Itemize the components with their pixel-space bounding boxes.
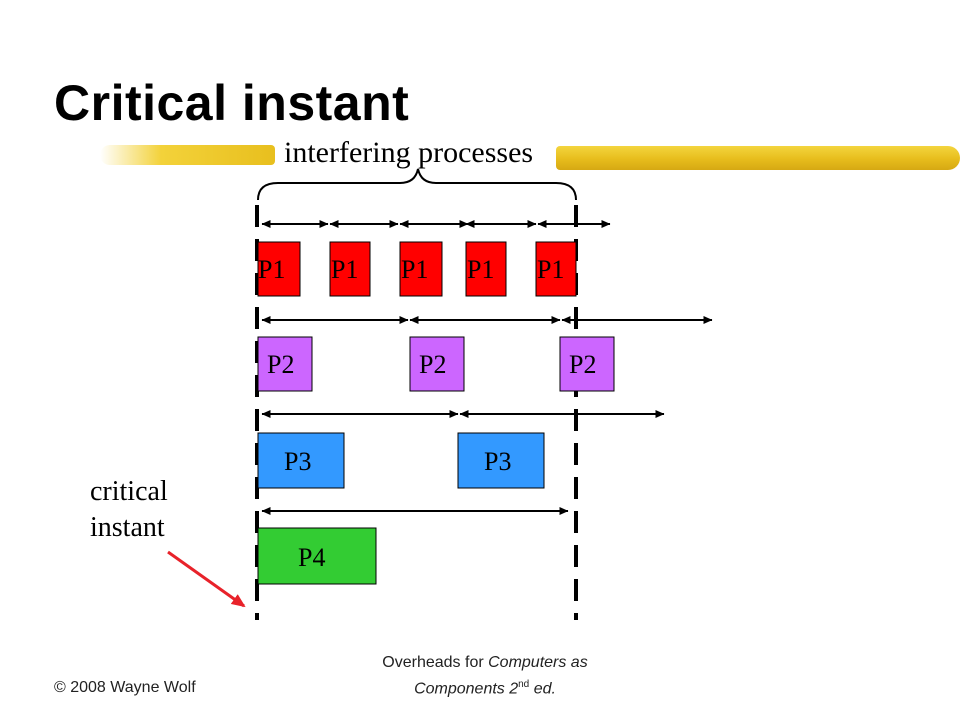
p3-block (257, 432, 345, 489)
footer-overheads-line1: Overheads for Computers as (330, 652, 640, 674)
interfering-brace (257, 168, 577, 201)
p2-row: P2 P2 P2 (257, 336, 615, 392)
p3-block-label: P3 (484, 447, 511, 476)
p2-block-label: P2 (569, 350, 596, 379)
p4-row: P4 (257, 527, 377, 585)
p1-block-label: P1 (537, 255, 564, 284)
p1-block (329, 241, 371, 297)
p1-block-label: P1 (331, 255, 358, 284)
p3-block-label: P3 (284, 447, 311, 476)
critical-instant-pointer-arrow (167, 550, 246, 608)
p1-row: P1 P1 P1 P1 P1 (257, 241, 577, 297)
footer-overheads-line2-b: ed. (529, 680, 556, 698)
critical-instant-line1: critical (90, 476, 168, 507)
footer-overheads-line2: Components 2nd ed. (330, 674, 640, 700)
p2-block-label: P2 (419, 350, 446, 379)
p1-block (465, 241, 507, 297)
p2-block (559, 336, 615, 392)
p1-block-label: P1 (401, 255, 428, 284)
p3-row: P3 P3 (257, 432, 545, 489)
p4-block-label: P4 (298, 543, 325, 572)
p1-block (257, 241, 301, 297)
footer-overheads-line1-text: Overheads for Computers as (382, 654, 588, 671)
footer-copyright: © 2008 Wayne Wolf (54, 679, 196, 696)
footer-overheads-line2-a: Components 2 (414, 680, 519, 698)
p1-block-label: P1 (467, 255, 494, 284)
slide-title: Critical instant (54, 75, 410, 131)
p2-block-label: P2 (267, 350, 294, 379)
p2-block (257, 336, 313, 392)
critical-instant-line2: instant (90, 512, 165, 543)
critical-instant-label: critical instant (90, 474, 168, 546)
p3-block (457, 432, 545, 489)
p4-block (257, 527, 377, 585)
interfering-processes-label: interfering processes (280, 136, 538, 170)
footer-overheads-line2-sup: nd (518, 679, 530, 690)
p2-block (409, 336, 465, 392)
footer-overheads: Overheads for Computers as Components 2n… (330, 652, 640, 700)
highlight-stroke-left (100, 145, 275, 165)
p1-block (399, 241, 443, 297)
p1-block (535, 241, 577, 297)
highlight-stroke-right (556, 146, 960, 170)
p1-block-label: P1 (258, 255, 285, 284)
